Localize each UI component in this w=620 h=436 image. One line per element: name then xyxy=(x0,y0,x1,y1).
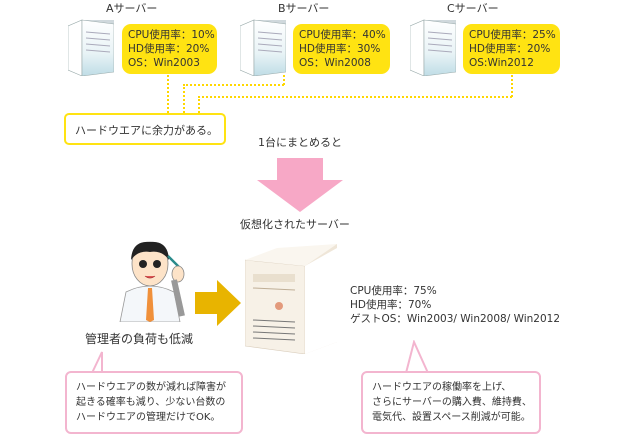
virtual-server-stats: CPU使用率：75% HD使用率：70% ゲストOS：Win2003/ Win2… xyxy=(350,284,560,326)
connector-a xyxy=(167,75,169,113)
callout-line: さらにサーバーの購入費、維持費、 xyxy=(372,397,532,408)
connector-c xyxy=(198,96,512,113)
os: OS：Win2003 xyxy=(128,57,200,69)
server-icon xyxy=(410,18,456,76)
cpu-usage: CPU使用率：75% xyxy=(350,285,437,297)
hd-usage: HD使用率：20% xyxy=(469,43,551,55)
server-c-stats: CPU使用率：25% HD使用率：20% OS:Win2012 xyxy=(463,24,560,74)
connector-b xyxy=(183,84,284,113)
hardware-note: ハードウエアに余力がある。 xyxy=(64,113,226,145)
server-a-stats: CPU使用率：10% HD使用率：20% OS：Win2003 xyxy=(122,24,217,74)
callout-tail xyxy=(405,340,429,374)
guest-os: ゲストOS：Win2003/ Win2008/ Win2012 xyxy=(350,313,561,325)
server-c-label: Cサーバー xyxy=(447,2,499,15)
connector-b-top xyxy=(283,75,285,85)
virtual-server-icon xyxy=(245,244,337,354)
down-arrow-icon xyxy=(257,158,343,212)
server-b-stats: CPU使用率：40% HD使用率：30% OS：Win2008 xyxy=(293,24,390,74)
server-a-label: Aサーバー xyxy=(106,2,158,15)
callout-line: 起きる確率も減り、少ない台数の xyxy=(76,397,226,408)
hd-usage: HD使用率：70% xyxy=(350,299,432,311)
callout-line: ハードウエアの数が減れば障害が xyxy=(76,382,226,393)
cpu-usage: CPU使用率：40% xyxy=(299,29,386,41)
callout-left: ハードウエアの数が減れば障害が 起きる確率も減り、少ない台数の ハードウエアの管… xyxy=(65,371,243,434)
cpu-usage: CPU使用率：10% xyxy=(128,29,215,41)
callout-line: ハードウエアの稼働率を上げ、 xyxy=(372,382,512,393)
callout-right: ハードウエアの稼働率を上げ、 さらにサーバーの購入費、維持費、 電気代、設置スペ… xyxy=(361,371,541,434)
os: OS：Win2008 xyxy=(299,57,371,69)
admin-label: 管理者の負荷も低減 xyxy=(85,332,194,346)
server-icon xyxy=(68,18,114,76)
server-b-label: Bサーバー xyxy=(278,2,330,15)
connector-c-top xyxy=(511,75,513,97)
right-arrow-icon xyxy=(195,280,241,326)
hd-usage: HD使用率：30% xyxy=(299,43,381,55)
cpu-usage: CPU使用率：25% xyxy=(469,29,556,41)
consolidate-label: 1台にまとめると xyxy=(258,136,342,149)
callout-line: 電気代、設置スペース削減が可能。 xyxy=(372,412,531,423)
server-icon xyxy=(240,18,286,76)
hd-usage: HD使用率：20% xyxy=(128,43,210,55)
callout-line: ハードウエアの管理だけでOK。 xyxy=(76,412,221,423)
os: OS:Win2012 xyxy=(469,57,534,69)
administrator-icon xyxy=(119,241,185,322)
virtual-server-title: 仮想化されたサーバー xyxy=(240,218,350,231)
